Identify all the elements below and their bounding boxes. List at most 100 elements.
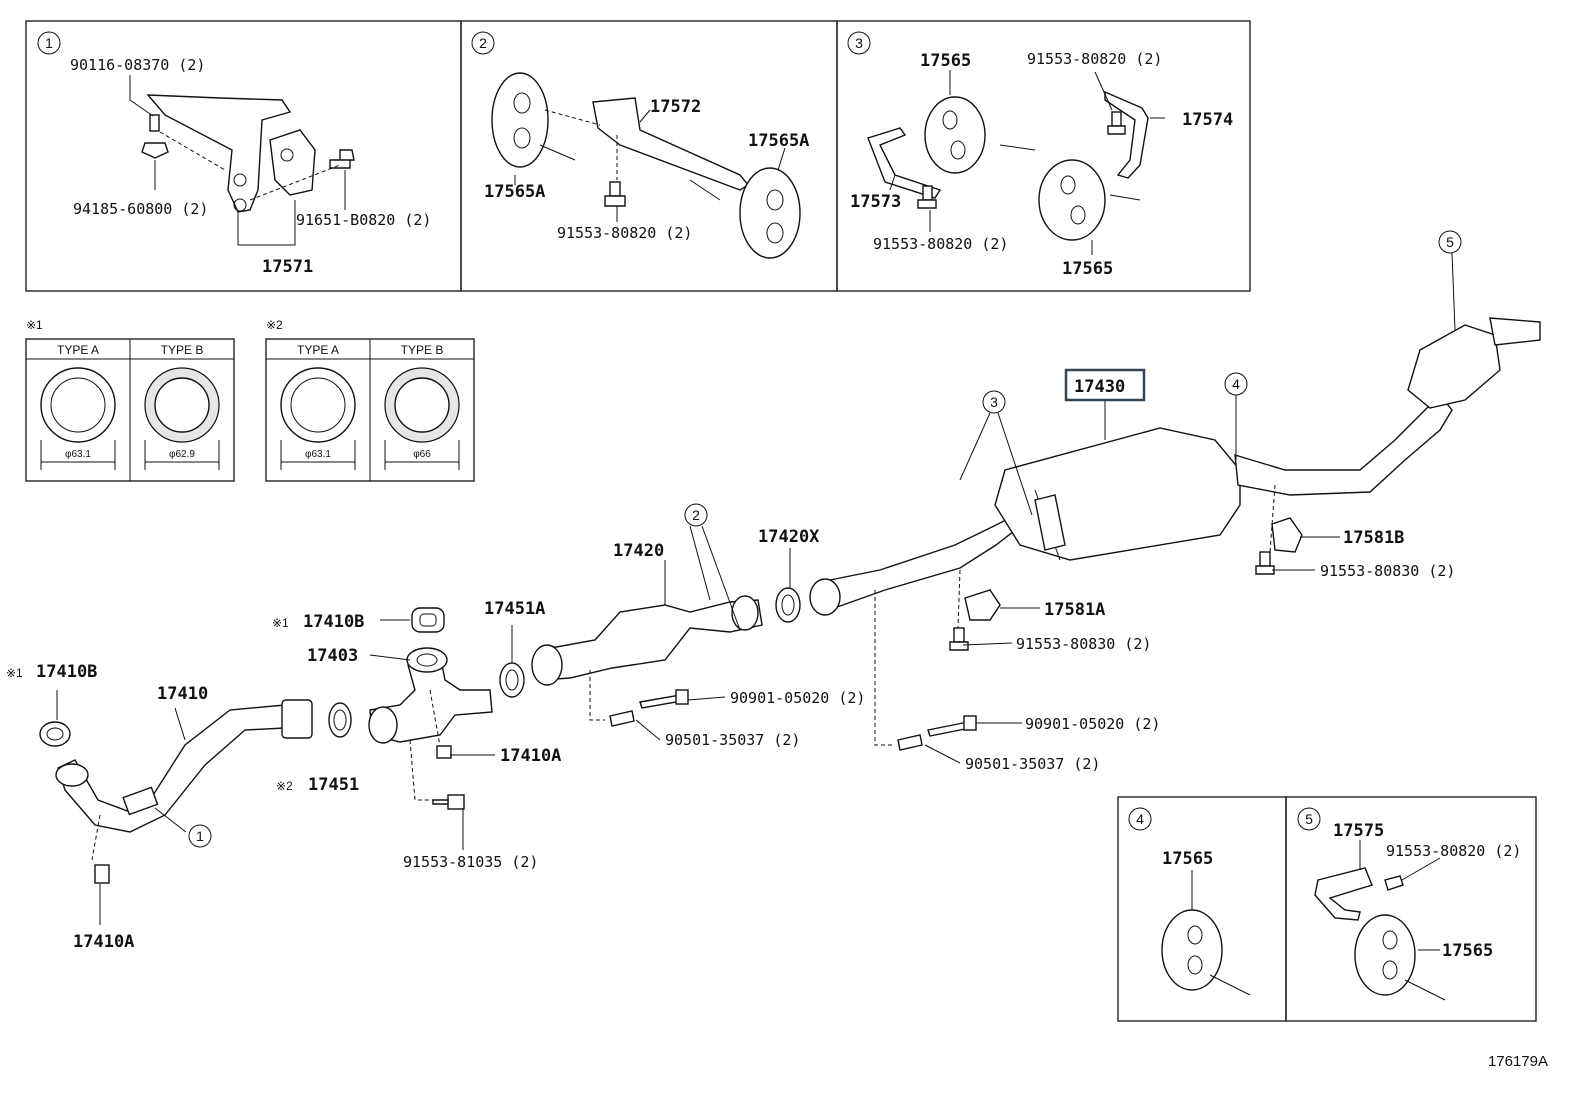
label-17581B: 17581B (1343, 528, 1404, 548)
label-17574: 17574 (1182, 110, 1233, 130)
label-17572: 17572 (650, 97, 701, 117)
label-91553-80830-b: 91553-80830 (2) (1320, 562, 1455, 580)
callout-1 (188, 824, 212, 848)
hanger-17581A (964, 589, 1001, 621)
nut-17410A-icon (94, 864, 110, 884)
detail-3-marker: 3 (855, 35, 863, 51)
tail-tip (1489, 317, 1541, 346)
note-17410B-top: ※1 (272, 616, 289, 630)
pipe-flange-icon (731, 595, 759, 631)
label-17430: 17430 (1074, 377, 1125, 397)
label-91553-81035: 91553-81035 (2) (403, 853, 538, 871)
bolt-icon (1384, 875, 1404, 891)
label-17410B-top: 17410B (303, 612, 364, 632)
label-17571: 17571 (262, 257, 313, 277)
rubber-hanger-icon (1038, 159, 1106, 241)
main-labels: 17430 17581B 91553-80830 (2) 17420X 1742… (6, 377, 1455, 952)
callout-5-text: 5 (1446, 234, 1454, 250)
table-1-type-b: TYPE B (161, 343, 204, 357)
callout-4 (1224, 372, 1248, 396)
callout-2-text: 2 (692, 507, 700, 523)
pipe-flange-icon (809, 578, 841, 616)
converter-17420 (539, 599, 763, 681)
label-17565-d4: 17565 (1162, 849, 1213, 869)
bolt-icon (149, 114, 160, 132)
gasket-17451 (328, 702, 352, 738)
callout-3 (982, 390, 1006, 414)
callout-1-text: 1 (196, 828, 204, 844)
highlight-box-17430 (1064, 368, 1146, 402)
gasket-table-1: ※1 TYPE A TYPE B φ63.1 φ62.9 (25, 318, 235, 482)
hanger-plate (269, 129, 316, 196)
gasket-ring-icon (40, 367, 116, 443)
label-17575: 17575 (1333, 821, 1384, 841)
label-90501-35037-b: 90501-35037 (2) (965, 755, 1100, 773)
sub-muffler (1407, 324, 1501, 409)
label-94185-60800: 94185-60800 (2) (73, 200, 208, 218)
label-17403: 17403 (307, 646, 358, 666)
label-17565A-right: 17565A (748, 131, 809, 151)
nut-icon (141, 142, 169, 159)
label-17410A-bottom: 17410A (73, 932, 134, 952)
bolt-icon (922, 185, 933, 201)
figure-code: 176179A (1488, 1053, 1548, 1070)
gasket-17410B-top (411, 607, 445, 633)
note-17410B-left: ※1 (6, 666, 23, 680)
label-90501-35037-a: 90501-35037 (2) (665, 731, 800, 749)
spring-icon (897, 734, 923, 751)
callout-4-text: 4 (1232, 376, 1240, 392)
pipe-flange-icon (531, 644, 563, 686)
label-17573: 17573 (850, 192, 901, 212)
detail-box-1: 1 90116-08370 (2) 94185-60800 (2) 91651-… (25, 20, 462, 292)
bracket-17575 (1314, 867, 1373, 921)
table-2-dim-b: φ66 (413, 449, 431, 460)
label-17410B-left: 17410B (36, 662, 97, 682)
table-1-note: ※1 (26, 318, 43, 332)
label-17565-d5: 17565 (1442, 941, 1493, 961)
nut-17410A-icon (436, 745, 452, 759)
label-91553-80820-d5: 91553-80820 (2) (1386, 842, 1521, 860)
detail-1-marker: 1 (45, 35, 53, 51)
bolt-icon (447, 794, 465, 810)
detail-box-2: 2 17572 17565A 17565A 91553-80820 (2) (460, 20, 838, 292)
bracket-17571 (146, 94, 292, 213)
label-17420X: 17420X (758, 527, 820, 547)
table-2-note: ※2 (266, 318, 283, 332)
bolt-icon (609, 181, 621, 197)
callout-3-text: 3 (990, 394, 998, 410)
label-17451: 17451 (308, 775, 359, 795)
label-91553-80820-d3-top: 91553-80820 (2) (1027, 50, 1162, 68)
label-91553-80820-d2: 91553-80820 (2) (557, 224, 692, 242)
table-1-dim-b: φ62.9 (169, 449, 195, 460)
bolt-icon (953, 627, 965, 643)
muffler-17430 (994, 427, 1241, 561)
rubber-hanger-icon (1354, 914, 1416, 996)
callouts: 1 2 3 4 5 (188, 230, 1462, 848)
pipe-flange-icon (406, 647, 448, 673)
label-17565A-left: 17565A (484, 182, 545, 202)
callout-2 (684, 503, 708, 527)
detail-box-4: 4 17565 (1117, 796, 1287, 1022)
gasket-17410B-left (39, 721, 71, 747)
label-90901-05020-a: 90901-05020 (2) (730, 689, 865, 707)
pipe-flange-icon (281, 699, 313, 739)
label-17565-d3-bottom: 17565 (1062, 259, 1113, 279)
table-1-dim-a: φ63.1 (65, 449, 91, 460)
tail-pipe (1234, 393, 1453, 496)
gasket-17451A (499, 662, 525, 698)
bolt-icon (1259, 551, 1271, 567)
label-90901-05020-b: 90901-05020 (2) (1025, 715, 1160, 733)
detail-2-marker: 2 (479, 35, 487, 51)
spring-icon (609, 710, 635, 727)
label-91553-80830-a: 91553-80830 (2) (1016, 635, 1151, 653)
detail-5-marker: 5 (1305, 811, 1313, 827)
rubber-hanger-icon (924, 96, 986, 174)
gasket-table-2: ※2 TYPE A TYPE B φ63.1 φ66 (265, 318, 475, 482)
exhaust-assembly (39, 252, 1541, 925)
label-17410A-mid: 17410A (500, 746, 561, 766)
rubber-hanger-icon (491, 72, 549, 168)
detail-box-3: 3 17565 91553-80820 (2) 17574 17573 9155… (836, 20, 1251, 292)
gasket-17420X (775, 587, 801, 623)
table-2-type-b: TYPE B (401, 343, 444, 357)
bracket-17574 (1104, 90, 1149, 179)
